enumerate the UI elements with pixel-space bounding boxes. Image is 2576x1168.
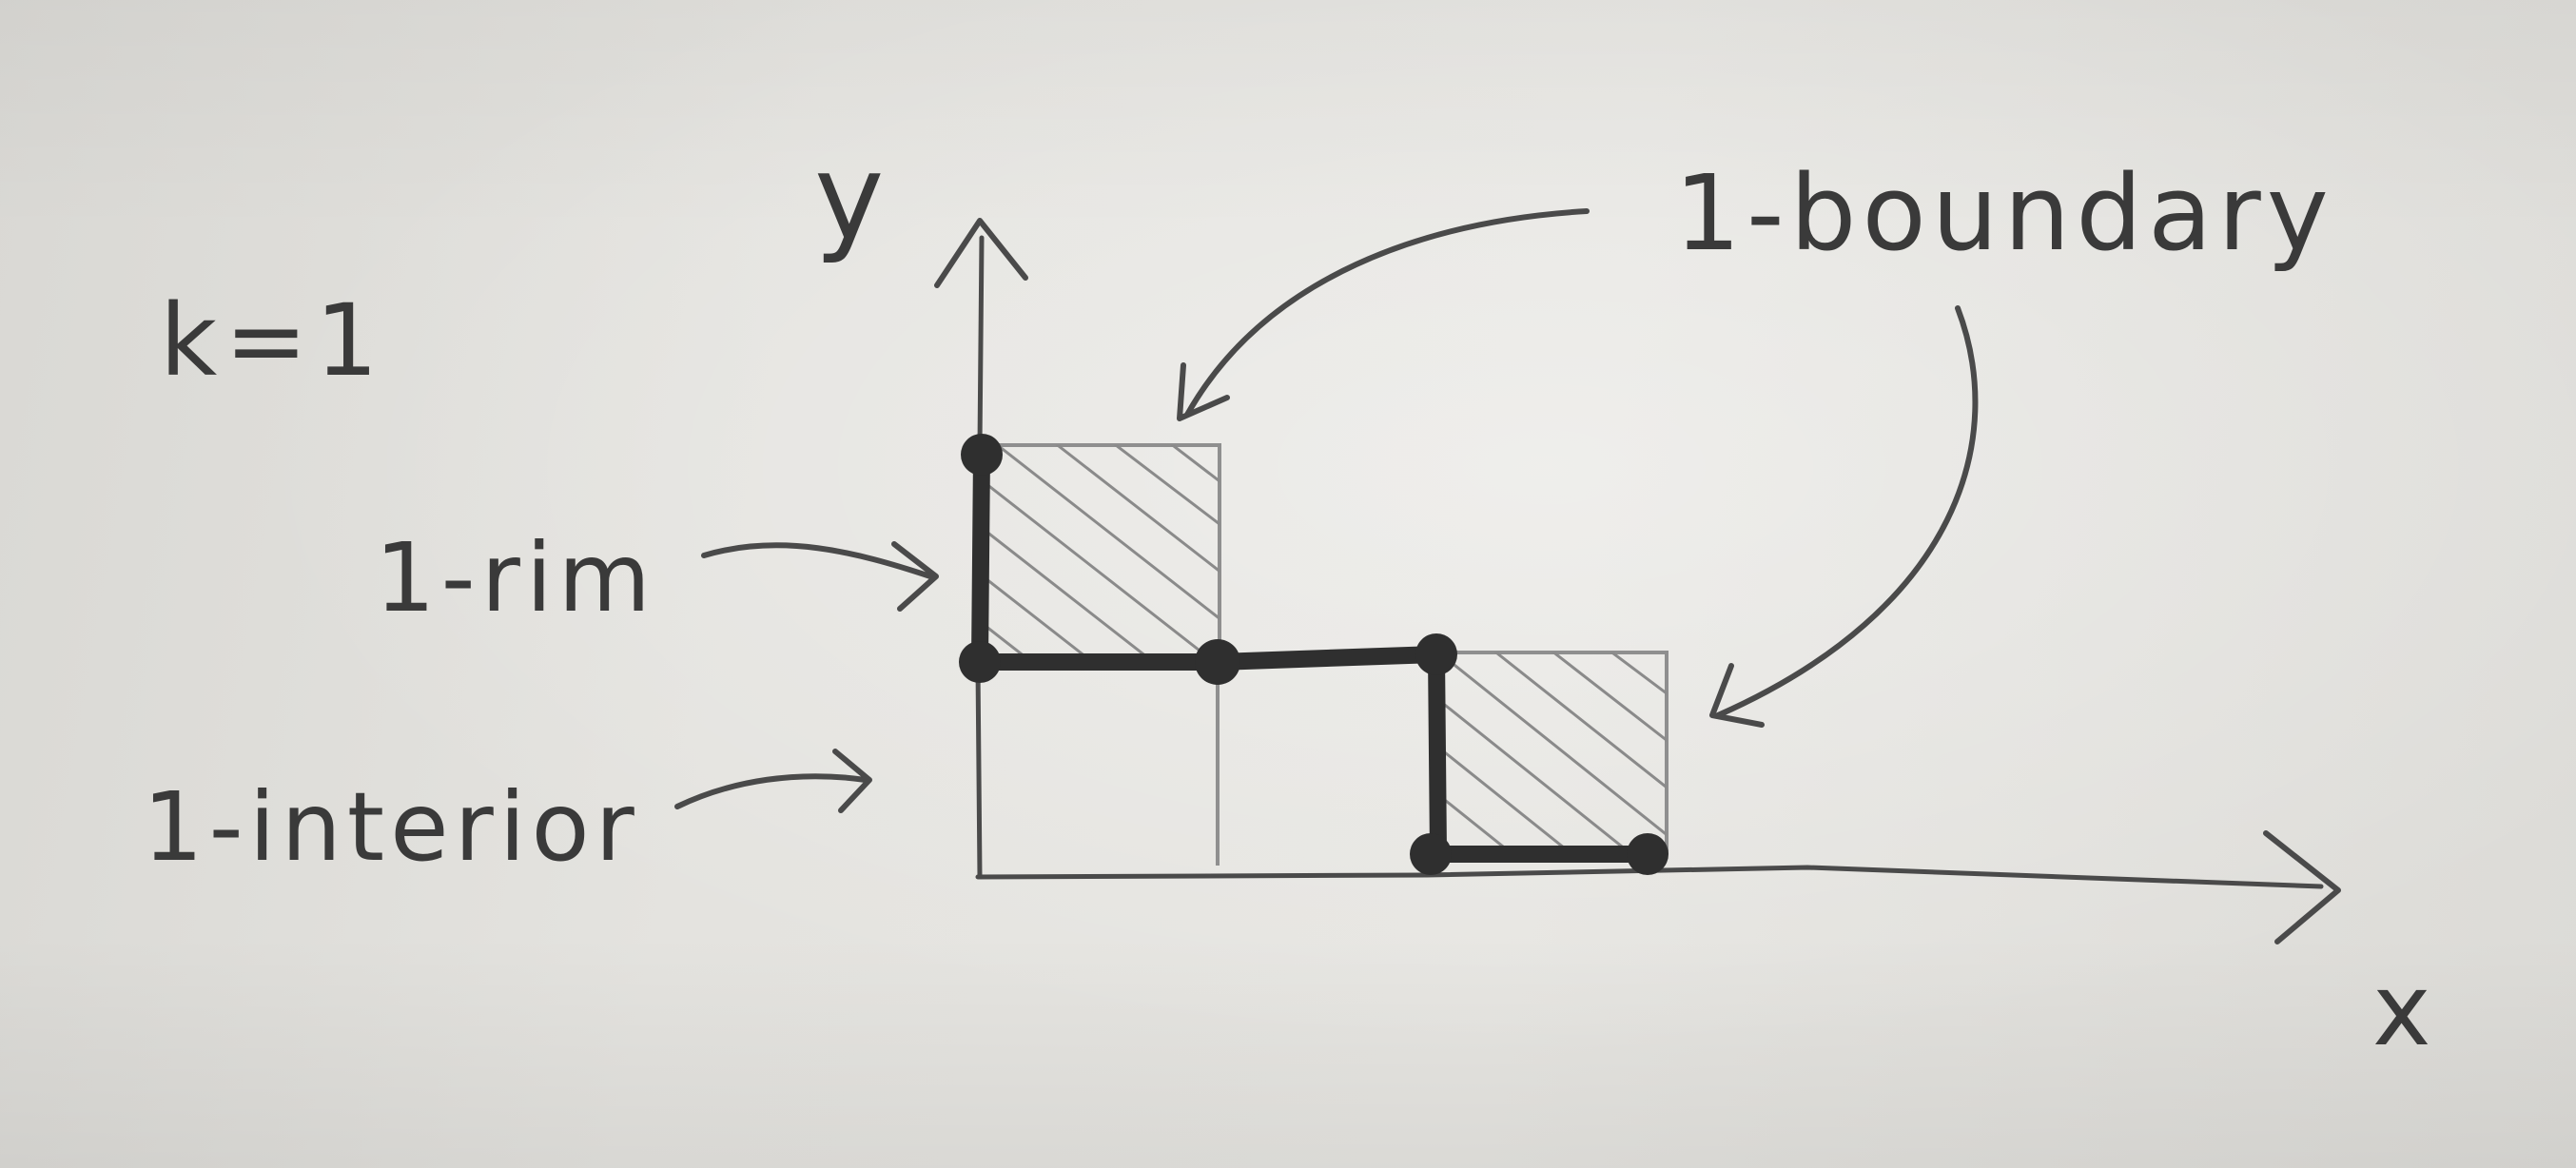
y-axis-arrowhead — [934, 218, 1028, 288]
x-axis-line — [975, 865, 2324, 889]
interior-label: 1-interior — [143, 771, 640, 883]
interior-arrow — [674, 773, 868, 809]
vertices — [959, 434, 1669, 875]
boundary-arrow-right — [1715, 305, 1979, 718]
vertex-mid — [1195, 639, 1240, 685]
y-axis-label: y — [814, 129, 884, 266]
vertex-top — [961, 434, 1003, 476]
vertex-step-bottom — [1410, 833, 1452, 875]
vertex-corner — [959, 641, 1001, 683]
x-axis-arrowhead — [2263, 830, 2341, 944]
boundary-arrow-left — [1184, 208, 1590, 418]
annotation-arrows — [674, 208, 1979, 813]
rim-arrow — [701, 542, 933, 579]
interior-arrowhead — [832, 749, 872, 813]
rim-label: 1-rim — [375, 522, 656, 633]
k-label: k=1 — [160, 282, 386, 399]
staircase-path — [971, 446, 1656, 863]
axes — [934, 218, 2341, 944]
boundary-hatching — [1436, 652, 1667, 852]
boundary-arrowhead-left — [1177, 362, 1230, 421]
rim-arrowhead — [891, 541, 939, 612]
vertex-end — [1627, 833, 1669, 875]
boundary-arrowhead-right — [1709, 663, 1765, 728]
vertex-step-top — [1415, 633, 1457, 675]
x-axis-label: x — [2372, 952, 2431, 1068]
boundary-label: 1-boundary — [1674, 152, 2334, 274]
